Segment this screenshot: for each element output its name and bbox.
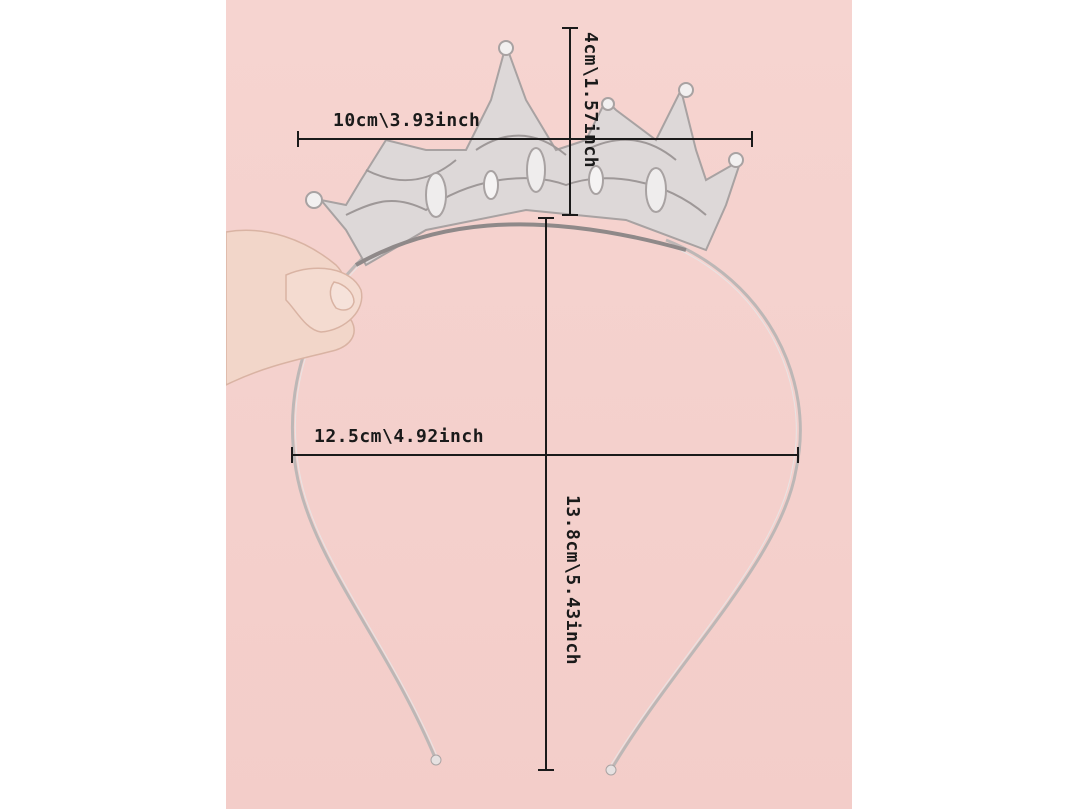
- crown-width-label: 10cm\3.93inch: [333, 110, 481, 131]
- band-height-label: 13.8cm\5.43inch: [562, 495, 583, 666]
- crown: [305, 40, 744, 267]
- product-photo: 10cm\3.93inch 4cm\1.57inch 12.5cm\4.92in…: [226, 0, 852, 809]
- tiara-illustration: [226, 27, 802, 776]
- crown-base: [355, 222, 687, 267]
- wire-tip-right: [605, 764, 617, 776]
- crown-height-label: 4cm\1.57inch: [580, 32, 601, 169]
- hand: [226, 229, 363, 386]
- measurement-lines: [291, 27, 799, 771]
- wire-tip-left: [430, 754, 442, 766]
- band-width-label: 12.5cm\4.92inch: [314, 426, 485, 447]
